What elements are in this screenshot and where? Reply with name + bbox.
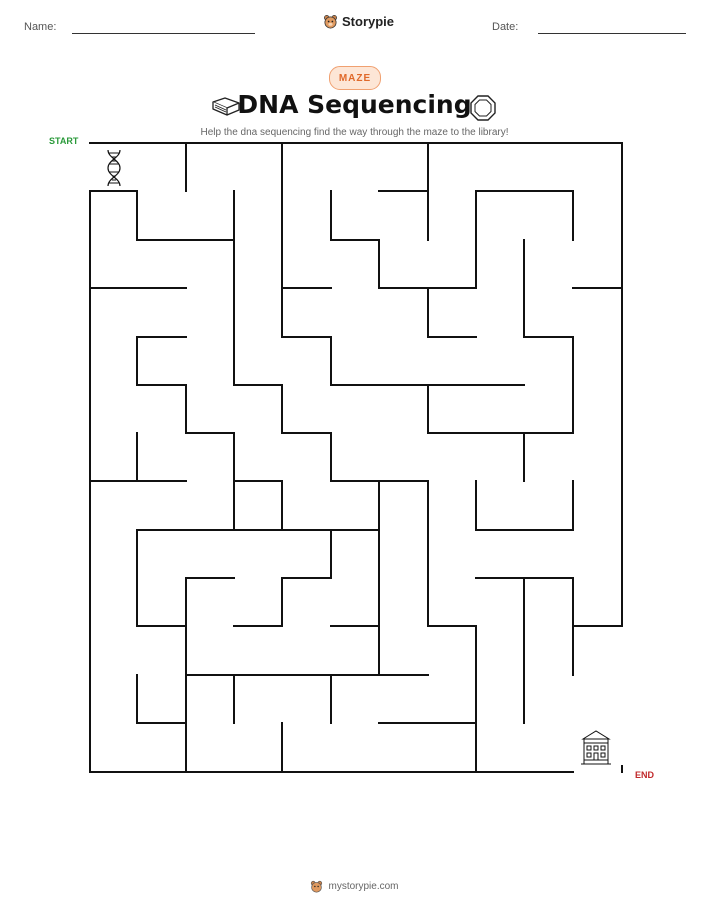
name-field[interactable] xyxy=(72,33,255,34)
category-badge: MAZE xyxy=(329,66,381,90)
footer-site-link[interactable]: mystorypie.com xyxy=(328,881,399,892)
instructions: Help the dna sequencing find the way thr… xyxy=(200,127,509,138)
brand-logo: Storypie xyxy=(323,14,394,29)
date-label: Date: xyxy=(492,21,519,33)
start-label: START xyxy=(49,136,79,146)
book-icon xyxy=(212,97,240,116)
bear-mascot-icon xyxy=(324,15,337,29)
octagon-icon xyxy=(470,95,496,121)
library-building-icon xyxy=(581,730,611,765)
maze-outer-wall xyxy=(89,142,623,627)
dna-icon xyxy=(107,149,121,187)
end-label: END xyxy=(635,770,655,780)
date-field[interactable] xyxy=(538,33,686,34)
page-title: DNA Sequencing xyxy=(237,90,472,119)
brand-name: Storypie xyxy=(342,14,395,29)
bear-mascot-icon xyxy=(311,880,323,893)
maze-walls xyxy=(89,142,623,773)
name-label: Name: xyxy=(24,21,57,33)
footer: mystorypie.com xyxy=(0,880,709,893)
